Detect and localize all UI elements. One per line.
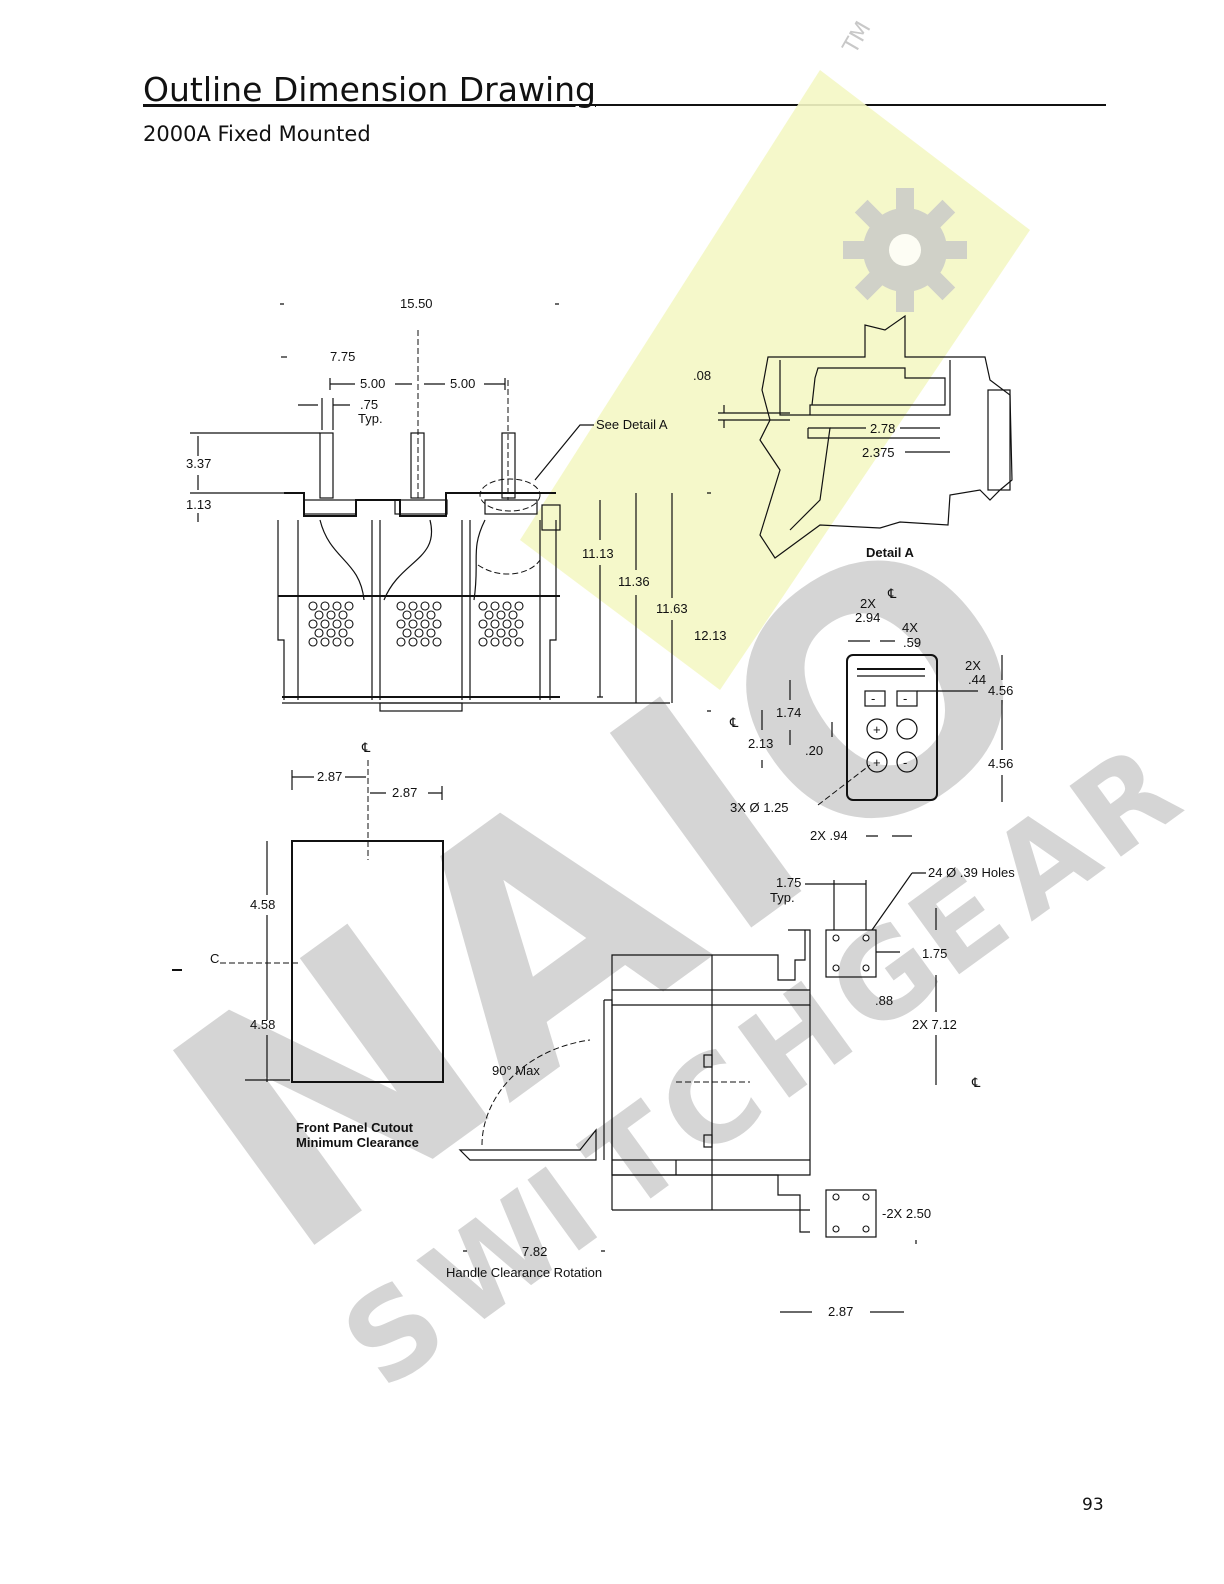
detail-a: .08 2.78 2.375 Detail A xyxy=(693,314,1013,560)
dim-terminal-typ: Typ. xyxy=(358,411,383,426)
cutout-caption-line1: Front Panel Cutout xyxy=(296,1120,414,1135)
dim-half-width: 7.75 xyxy=(330,349,355,364)
page-subtitle: 2000A Fixed Mounted xyxy=(143,122,371,146)
dim-flange-offset: .88 xyxy=(875,993,893,1008)
page-number: 93 xyxy=(1082,1495,1104,1515)
dim-terminal-offset: 1.13 xyxy=(186,497,211,512)
dim-terminal-width: .75 xyxy=(360,397,378,412)
dim-hole-spacing: 1.75 xyxy=(922,946,947,961)
dim-flange-typ: Typ. xyxy=(770,890,795,905)
centerline-mark: ℄ xyxy=(971,1075,981,1090)
dim-flange-width: 1.75 xyxy=(776,875,801,890)
dim-cp-width-label: 2X xyxy=(860,596,876,611)
button-close-label: - xyxy=(903,691,907,706)
dim-cutout-left: 2.87 xyxy=(317,769,342,784)
dim-cp-offset: .59 xyxy=(903,635,921,650)
dim-cp-inset-label: 2X xyxy=(965,658,981,673)
dim-side-holes: 24 Ø .39 Holes xyxy=(928,865,1015,880)
vent-holes xyxy=(308,601,524,647)
dim-height-3: 11.63 xyxy=(656,601,688,616)
dim-overall-width: 15.50 xyxy=(400,296,433,311)
dim-cp-lower: 4.56 xyxy=(988,756,1013,771)
side-view: 1.75 Typ. 24 Ø .39 Holes 1.75 .88 2X 7.1… xyxy=(446,865,1015,1319)
dim-cp-width: 2.94 xyxy=(855,610,880,625)
dim-detail-width-2: 2.375 xyxy=(862,445,895,460)
dim-height-2: 11.36 xyxy=(618,574,650,589)
dim-cp-upper: 4.56 xyxy=(988,683,1013,698)
dim-cp-bottom: 2X .94 xyxy=(810,828,848,843)
dim-side-bottom: 2.87 xyxy=(828,1304,853,1319)
dim-detail-width-1: 2.78 xyxy=(870,421,895,436)
button-off-label: - xyxy=(903,755,907,770)
dim-cp-to-buttons: 1.74 xyxy=(776,705,801,720)
centerline-mark: ℄ xyxy=(729,715,739,730)
dim-pole-right: 5.00 xyxy=(450,376,475,391)
dim-handle-angle: 90° Max xyxy=(492,1063,540,1078)
dim-cutout-right: 2.87 xyxy=(392,785,417,800)
centerline-mark: ℄ xyxy=(887,586,897,601)
dim-handle-clearance: 7.82 xyxy=(522,1244,547,1259)
dim-cp-inset: .44 xyxy=(968,672,986,687)
dim-cp-to-center: 2.13 xyxy=(748,736,773,751)
cutout-caption-line2: Minimum Clearance xyxy=(296,1135,419,1150)
page-title: Outline Dimension Drawing xyxy=(143,70,596,109)
button-on-label: + xyxy=(873,722,881,737)
control-panel: - - + + - 2X 2.94 ℄ 4X .59 2X .44 4.56 4… xyxy=(729,586,1013,843)
dim-height-4: 12.13 xyxy=(694,628,727,643)
centerline-mark: ℄ xyxy=(361,740,371,755)
front-view: 15.50 7.75 5.00 5.00 .75 Typ. 3.37 1.13 xyxy=(186,296,727,712)
detail-a-caption: Detail A xyxy=(866,545,915,560)
cutout-center-label: C xyxy=(210,951,219,966)
button-open-label: - xyxy=(871,691,875,706)
dim-cp-holes: 3X Ø 1.25 xyxy=(730,800,789,815)
dim-cutout-lower: 4.58 xyxy=(250,1017,275,1032)
dim-span-upper: 2X 7.12 xyxy=(912,1017,957,1032)
title-rule xyxy=(143,104,1106,106)
dim-span-lower: -2X 2.50 xyxy=(882,1206,931,1221)
panel-cutout: ℄ 2.87 2.87 4.58 4.58 C Front Panel Cuto… xyxy=(172,740,444,1150)
dim-cutout-upper: 4.58 xyxy=(250,897,275,912)
gear-icon xyxy=(843,188,967,312)
dim-cp-gap: .20 xyxy=(805,743,823,758)
see-detail-a-label: See Detail A xyxy=(596,417,668,432)
dim-pole-left: 5.00 xyxy=(360,376,385,391)
dim-height-1: 11.13 xyxy=(582,546,614,561)
button-plus-label: + xyxy=(873,755,881,770)
dim-terminal-height: 3.37 xyxy=(186,456,211,471)
dim-handle-note: Handle Clearance Rotation xyxy=(446,1265,602,1280)
dim-cp-offset-label: 4X xyxy=(902,620,918,635)
dim-detail-offset: .08 xyxy=(693,368,711,383)
